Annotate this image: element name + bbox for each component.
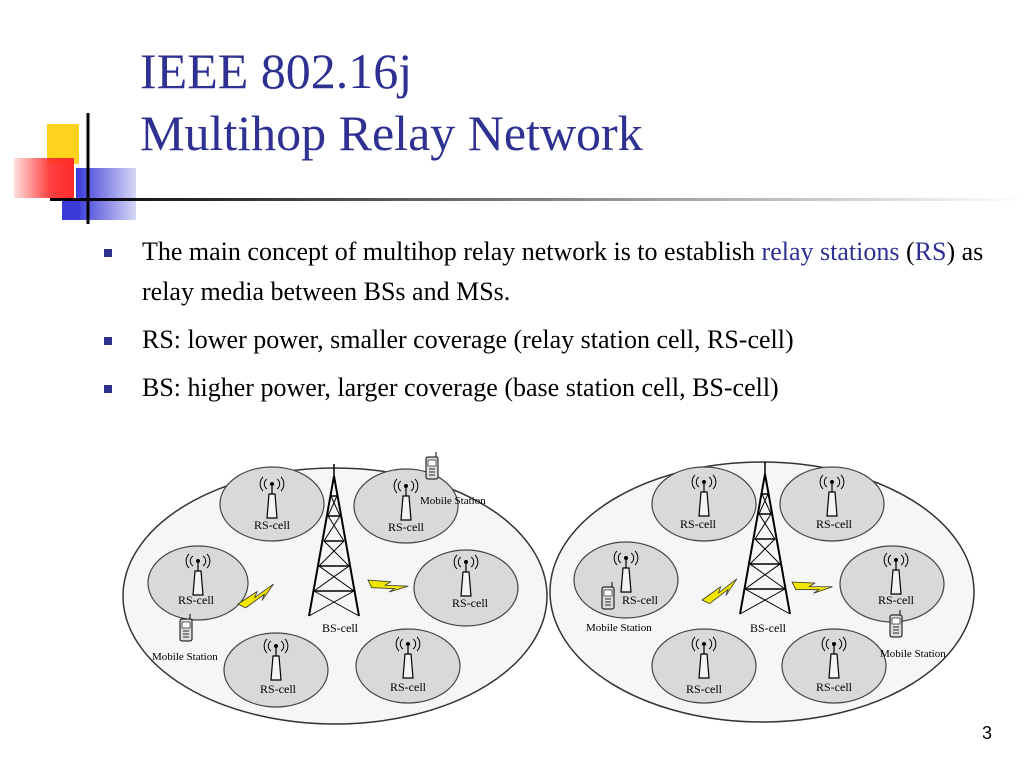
mobile-station-label: Mobile Station (880, 648, 946, 660)
rs-cell: RS-cell (839, 545, 945, 623)
bullet-list: The main concept of multihop relay netwo… (100, 232, 1010, 416)
mobile-station-label: Mobile Station (420, 495, 486, 507)
slide-decoration (14, 113, 1024, 224)
rs-cell-label: RS-cell (878, 593, 915, 607)
blue-square (76, 168, 136, 220)
slide-title: IEEE 802.16j Multihop Relay Network (140, 40, 643, 164)
title-line-2: Multihop Relay Network (140, 105, 643, 161)
bs-cell-label: BS-cell (322, 621, 359, 635)
bullet-item: The main concept of multihop relay netwo… (100, 232, 1010, 312)
bullet-square-icon (104, 385, 112, 393)
red-square (14, 158, 74, 198)
horizontal-rule (50, 198, 1024, 201)
rs-cell: RS-cell (651, 466, 757, 542)
mobile-station-label: Mobile Station (586, 622, 652, 634)
bullet-square-icon (104, 337, 112, 345)
rs-cell: RS-cell (355, 628, 461, 704)
rs-cell-label: RS-cell (816, 680, 853, 694)
rs-cell-label: RS-cell (622, 593, 659, 607)
rs-cell: RS-cell (413, 549, 519, 627)
rs-cell-label: RS-cell (178, 593, 215, 607)
bullet-text: ) as relay media between BSs and MSs. (142, 237, 984, 306)
rs-cell-label: RS-cell (686, 682, 723, 696)
yellow-square (47, 124, 79, 164)
rs-cell: RS-cell (573, 541, 679, 619)
rs-cell-label: RS-cell (388, 520, 425, 534)
rs-cell-label: RS-cell (254, 518, 291, 532)
rs-cell: RS-cell (223, 632, 329, 708)
bullet-text: BS: higher power, larger coverage (base … (142, 373, 779, 402)
bullet-item: RS: lower power, smaller coverage (relay… (100, 320, 1010, 360)
rs-cell-label: RS-cell (680, 517, 717, 531)
rs-cell-label: RS-cell (816, 517, 853, 531)
mobile-station-icon (425, 451, 439, 480)
bullet-item: BS: higher power, larger coverage (base … (100, 368, 1010, 408)
rs-cell-label: RS-cell (390, 680, 427, 694)
relay-stations-term: relay stations (761, 237, 900, 266)
bullet-text: ( (899, 237, 915, 266)
rs-cell: RS-cell (781, 628, 887, 704)
title-line-1: IEEE 802.16j (140, 43, 413, 99)
rs-cell-label: RS-cell (260, 682, 297, 696)
rs-cell: RS-cell (651, 628, 757, 704)
rs-abbreviation: RS (914, 237, 947, 266)
right-network: RS-cell RS-cell RS-cell RS-cell RS-cell … (549, 461, 975, 723)
rs-cell: RS-cell (219, 466, 325, 542)
mobile-station-label: Mobile Station (152, 651, 218, 663)
rs-cell: RS-cell (147, 545, 249, 621)
left-network: RS-cell RS-cell RS-cell RS-cell RS-cell … (122, 451, 548, 725)
rs-cell-label: RS-cell (452, 596, 489, 610)
bullet-square-icon (104, 249, 112, 257)
bullet-text: The main concept of multihop relay netwo… (142, 237, 762, 266)
bs-cell-label: BS-cell (750, 621, 787, 635)
bullet-text: RS: lower power, smaller coverage (relay… (142, 325, 794, 354)
relay-network-diagram: RS-cell RS-cell RS-cell RS-cell RS-cell … (122, 451, 975, 725)
rs-cell: RS-cell (779, 466, 885, 542)
rs-cell: RS-cell (353, 468, 459, 544)
page-number: 3 (981, 723, 992, 743)
